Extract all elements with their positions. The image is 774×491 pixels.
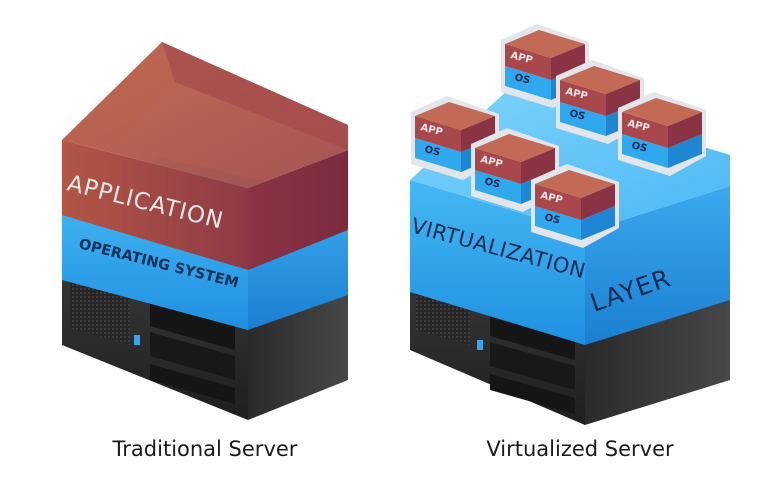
vm-cube: APP OS xyxy=(618,92,706,176)
virtualized-server-caption: Virtualized Server xyxy=(486,437,674,461)
vm-app-label: APP xyxy=(539,190,563,206)
vm-os-label: OS xyxy=(543,212,561,226)
virtualized-server: VIRTUALIZATION LAYER APPOSAPPOSAPPOSAPPO… xyxy=(409,24,730,425)
vm-os-label: OS xyxy=(630,140,648,154)
vm-app-label: APP xyxy=(479,154,503,170)
vm-app-label: APP xyxy=(626,118,650,134)
vm-os-label: OS xyxy=(568,108,586,122)
application-block xyxy=(62,42,348,270)
vm-os-label: OS xyxy=(423,144,441,158)
vm-os-label: OS xyxy=(513,72,531,86)
traditional-server-caption: Traditional Server xyxy=(112,437,298,461)
vm-cube: APP OS xyxy=(531,164,619,248)
vm-os-label: OS xyxy=(483,176,501,190)
vm-cubes: APP OS APP OS APP OS APP OS APP OS APP OS xyxy=(411,24,706,248)
traditional-server: APPLICATION OPERATING SYSTEM xyxy=(62,42,348,420)
vm-app-label: APP xyxy=(509,50,533,66)
vm-app-label: APP xyxy=(419,122,443,138)
vm-cube: APP OS xyxy=(411,96,499,180)
vm-app-label: APP xyxy=(564,86,588,102)
